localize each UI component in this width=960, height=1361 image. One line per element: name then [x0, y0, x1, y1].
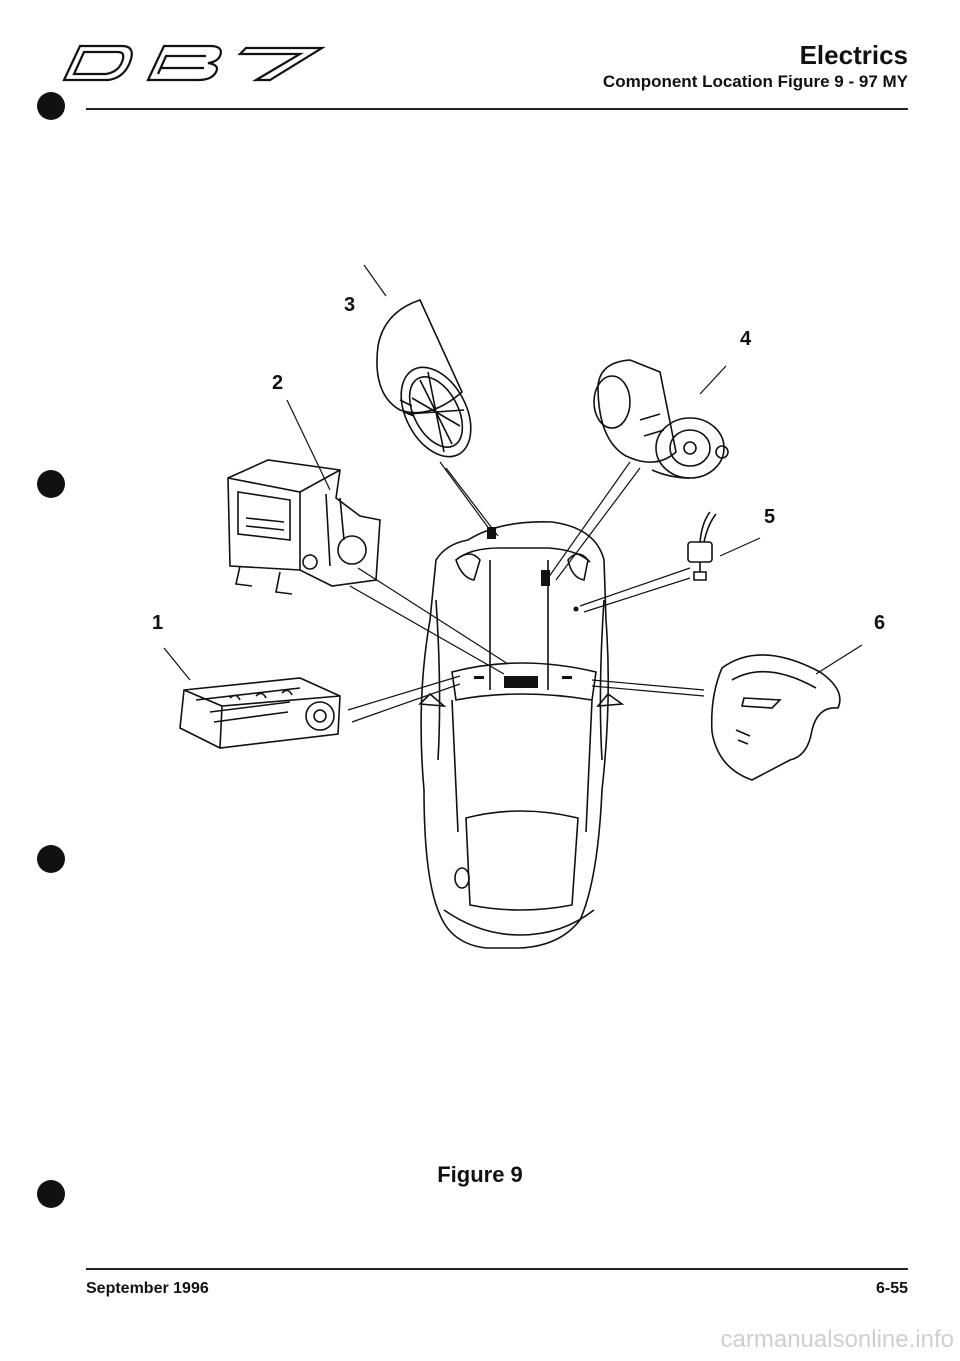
header-rule	[86, 108, 908, 110]
binder-hole	[37, 470, 65, 498]
component-1-module	[179, 677, 341, 749]
footer-rule	[86, 1268, 908, 1270]
binder-hole	[37, 845, 65, 873]
component-5-pressure-switch	[687, 511, 717, 581]
callout-4: 4	[740, 328, 752, 350]
component-3-fan-motor	[376, 299, 472, 458]
callout-6: 6	[874, 612, 886, 634]
component-4-compressor	[593, 359, 729, 479]
car-outline	[418, 521, 625, 949]
binder-hole	[37, 92, 65, 120]
section-title: Electrics	[799, 40, 908, 70]
callout-3: 3	[344, 294, 356, 316]
page-subtitle: Component Location Figure 9 - 97 MY	[602, 72, 908, 91]
component-6-airbag	[710, 654, 841, 781]
callout-2: 2	[272, 372, 284, 394]
db7-logo-icon	[62, 44, 326, 82]
figure-caption: Figure 9	[437, 1162, 523, 1187]
callout-1: 1	[152, 612, 164, 634]
binder-hole	[37, 1180, 65, 1208]
page-number: 6-55	[875, 1280, 908, 1297]
callout-5: 5	[764, 506, 776, 528]
watermark: carmanualsonline.info	[720, 1326, 954, 1353]
footer-date: September 1996	[86, 1280, 209, 1297]
component-2-heater-unit	[227, 459, 381, 595]
